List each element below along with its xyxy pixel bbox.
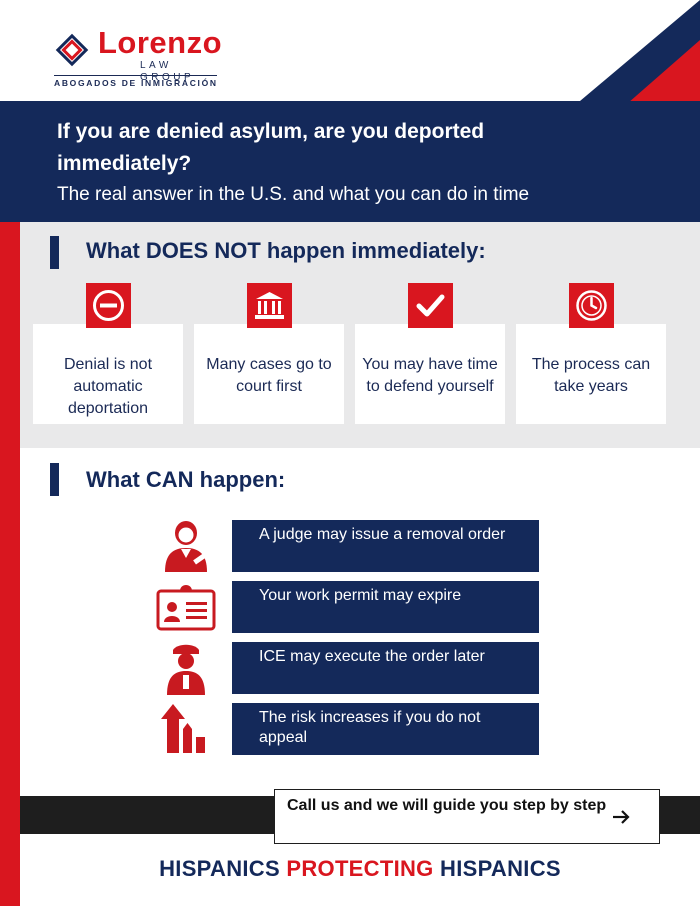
brand-tagline: ABOGADOS DE INMIGRACIÓN (54, 78, 218, 88)
card-text: You may have time to defend yourself (362, 356, 498, 395)
left-accent-strip (0, 222, 20, 906)
card-text: The process can take years (531, 356, 651, 395)
call-us-button[interactable]: Call us and we will guide you step by st… (274, 789, 660, 844)
section-title: What DOES NOT happen immediately: (86, 238, 486, 263)
rising-risk-icon (155, 701, 217, 756)
brand-name: Lorenzo (98, 25, 223, 60)
brand-subtitle: LAW GROUP (140, 60, 195, 83)
cta-label: Call us and we will guide you step by st… (287, 797, 607, 814)
info-card: Denial is not automatic deportation (33, 324, 183, 424)
risk-item-text: A judge may issue a removal order (259, 526, 506, 543)
checkmark-icon (408, 283, 453, 328)
card-text: Denial is not automatic deportation (63, 356, 153, 417)
judge-icon (155, 518, 217, 573)
courthouse-icon (247, 283, 292, 328)
page-subtitle: The real answer in the U.S. and what you… (57, 184, 530, 205)
risk-item: ICE may execute the order later (232, 642, 539, 694)
slogan-part: HISPANICS (433, 856, 561, 881)
risk-item-text: ICE may execute the order later (259, 648, 485, 665)
brand-logo: Lorenzo LAW GROUP ABOGADOS DE INMIGRACIÓ… (52, 25, 223, 88)
logo-diamond-icon (55, 33, 89, 67)
header-band: If you are denied asylum, are you deport… (0, 101, 700, 222)
logo-divider (54, 75, 217, 76)
info-card: The process can take years (516, 324, 666, 424)
risk-item: A judge may issue a removal order (232, 520, 539, 572)
footer-slogan: HISPANICS PROTECTING HISPANICS (0, 856, 700, 882)
info-card: Many cases go to court first (194, 324, 344, 424)
section-not-happen: What DOES NOT happen immediately: Denial… (20, 222, 700, 448)
page-title: If you are denied asylum, are you deport… (57, 120, 485, 175)
section-title: What CAN happen: (86, 467, 286, 492)
slogan-part: HISPANICS (159, 856, 287, 881)
arrow-right-icon (613, 810, 630, 824)
info-card: You may have time to defend yourself (355, 324, 505, 424)
officer-icon (155, 640, 217, 695)
risk-item-text: The risk increases if you do not appeal (259, 709, 481, 746)
risk-item-text: Your work permit may expire (259, 587, 462, 604)
clock-icon (569, 283, 614, 328)
section-marker (50, 463, 59, 496)
no-entry-icon (86, 283, 131, 328)
risk-item: Your work permit may expire (232, 581, 539, 633)
card-text: Many cases go to court first (206, 356, 332, 395)
id-card-icon (155, 580, 217, 635)
slogan-highlight: PROTECTING (286, 856, 434, 881)
risk-item: The risk increases if you do not appeal (232, 703, 539, 755)
section-marker (50, 236, 59, 269)
